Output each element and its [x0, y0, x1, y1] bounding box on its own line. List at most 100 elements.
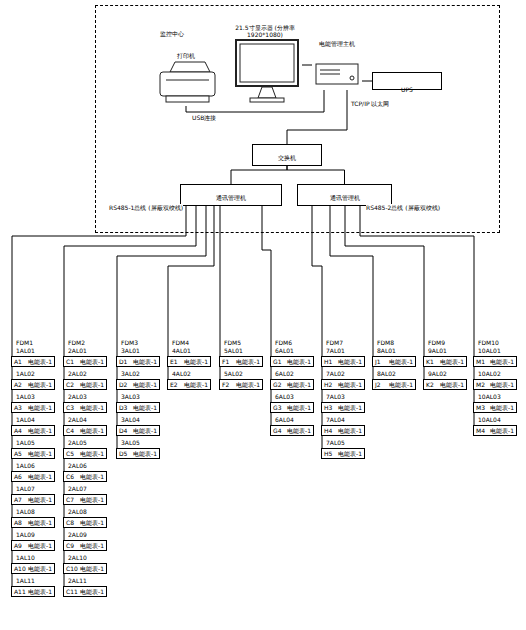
meter-id: K2	[426, 381, 434, 388]
label-text: RS485-1总线 (屏蔽双绞线)	[109, 204, 183, 211]
ups-box: UPS	[372, 72, 442, 90]
bus-wire	[117, 206, 206, 356]
meter-name: 电能表-1	[338, 427, 362, 434]
bus-wire	[312, 206, 322, 356]
meter-id: A11	[14, 588, 26, 595]
meter-box: H3电能表-1	[321, 402, 365, 413]
switch-label: 交换机	[278, 154, 296, 161]
label-text: 1AL03	[16, 393, 35, 400]
meter-id: A1	[14, 358, 22, 365]
bus-wire	[330, 206, 373, 356]
meter-name: 电能表-1	[287, 404, 311, 411]
monitor-screen	[240, 44, 294, 82]
monitor-box: 21.5寸显示器 (分辨率1920*1080)	[228, 24, 302, 106]
meter-id: A2	[14, 381, 22, 388]
label-text: 3AL04	[121, 416, 140, 423]
meter-box: G4电能表-1	[270, 425, 314, 436]
meter-id: C4	[66, 427, 74, 434]
printer-label: 打印机	[155, 52, 217, 59]
meter-box: G3电能表-1	[270, 402, 314, 413]
bus-wire	[474, 413, 475, 425]
meter-id: A6	[14, 473, 22, 480]
label-text: 7AL02	[326, 370, 345, 377]
meter-id: C6	[66, 473, 74, 480]
bus-wire	[12, 551, 13, 563]
meter-name: 电能表-1	[80, 404, 104, 411]
meter-id: D2	[119, 381, 127, 388]
meter-box: H5电能表-1	[321, 448, 365, 459]
label-text: 2AL01	[68, 347, 87, 354]
label-text: FDM10	[478, 339, 499, 346]
meter-name: 电能表-1	[28, 358, 52, 365]
bus-wire	[220, 367, 221, 379]
label-text: 9AL01	[428, 347, 447, 354]
meter-name: 电能表-1	[80, 496, 104, 503]
meter-id: C3	[66, 404, 74, 411]
meter-name: 电能表-1	[28, 542, 52, 549]
bus-wire	[362, 81, 372, 82]
meter-box: D3 电能表-1	[116, 402, 160, 413]
meter-name: 电能表-1	[80, 565, 104, 572]
meter-name: 电能表-1	[133, 427, 157, 434]
bus-wire	[64, 413, 65, 425]
bus-wire	[12, 390, 13, 402]
meter-name: 电能表-1	[28, 381, 52, 388]
bus-wire	[64, 367, 65, 379]
meter-box: H2电能表-1	[321, 379, 365, 390]
label-text: 2AL11	[68, 577, 87, 584]
label-text: 3AL01	[121, 347, 140, 354]
meter-id: M3	[476, 404, 485, 411]
label-text: 5AL01	[224, 347, 243, 354]
label-text: 2AL08	[68, 508, 87, 515]
label-text: 3AL03	[121, 393, 140, 400]
bus-wire	[12, 206, 186, 356]
meter-box: E1电能表-1	[167, 356, 211, 367]
meter-name: 电能表-1	[80, 427, 104, 434]
meter-box: H1电能表-1	[321, 356, 365, 367]
printer-tray	[166, 96, 209, 102]
meter-id: E1	[170, 358, 178, 365]
host-case	[316, 64, 358, 84]
meter-name: 电能表-1	[133, 404, 157, 411]
meter-id: C9	[66, 542, 74, 549]
meter-id: D4	[119, 427, 127, 434]
label-text: 10AL03	[478, 393, 501, 400]
label-text: 1AL06	[16, 462, 35, 469]
meter-id: E2	[170, 381, 178, 388]
monitor-base	[250, 98, 284, 102]
bus-wire	[168, 367, 169, 379]
label-text: 8AL01	[377, 347, 396, 354]
meter-name: 电能表-1	[389, 358, 413, 365]
meter-box: M2电能表-1	[473, 379, 517, 390]
monitor-frame	[236, 40, 298, 86]
meter-id: D3	[119, 404, 127, 411]
host-drive	[320, 70, 340, 71]
bus-wire	[117, 436, 118, 448]
label-text: 2AL10	[68, 554, 87, 561]
bus-wire	[186, 90, 324, 112]
meter-name: 电能表-1	[28, 427, 52, 434]
monitor-stand	[258, 87, 276, 98]
bus-wire	[64, 551, 65, 563]
bus-wire	[64, 390, 65, 402]
meter-box: D2电能表-1	[116, 379, 160, 390]
bus-wire	[474, 367, 475, 379]
meter-name: 电能表-1	[28, 519, 52, 526]
meter-box: C4 电能表-1	[63, 425, 107, 436]
ups-label: UPS	[401, 86, 413, 93]
meter-box: A10电能表-1	[11, 563, 55, 574]
label-text: 1AL09	[16, 531, 35, 538]
meter-name: 电能表-1	[184, 381, 208, 388]
meter-id: A8	[14, 519, 22, 526]
meter-box: C11电能表-1	[63, 586, 107, 597]
printer-paper	[170, 62, 210, 72]
label-text: FDM7	[326, 339, 343, 346]
meter-id: C2	[66, 381, 74, 388]
meter-name: 电能表-1	[490, 358, 514, 365]
meter-name: 电能表-1	[440, 381, 464, 388]
bus-wire	[474, 390, 475, 402]
meter-box: C8电能表-1	[63, 517, 107, 528]
meter-name: 电能表-1	[287, 358, 311, 365]
meter-id: K1	[426, 358, 434, 365]
meter-name: 电能表-1	[80, 519, 104, 526]
